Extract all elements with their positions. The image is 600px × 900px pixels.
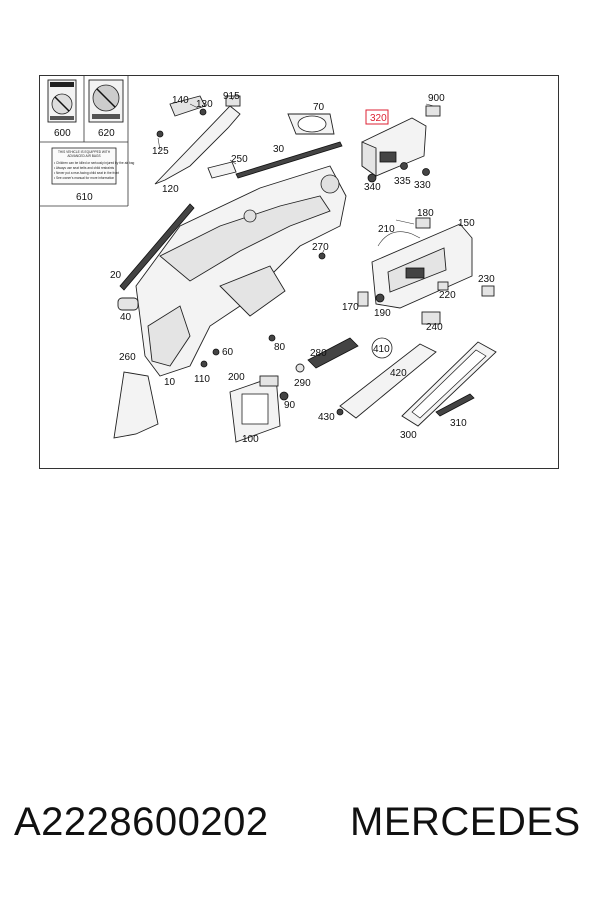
glovebox-150 — [371, 223, 473, 309]
parts-diagram: THIS VEHICLE IS EQUIPPED WITH ADVANCED A… — [40, 76, 497, 445]
label-220: 220 — [439, 290, 456, 301]
label-120: 120 — [162, 184, 179, 195]
screw-125 — [156, 130, 164, 138]
label-335: 335 — [394, 176, 411, 187]
label-100: 100 — [242, 434, 259, 445]
defroster-vent-250 — [207, 161, 237, 179]
side-trim-panel-260 — [113, 371, 159, 439]
side-vent-40 — [117, 297, 139, 311]
callout-410: 410 — [371, 337, 393, 359]
label-60: 60 — [222, 347, 234, 358]
connector-900 — [425, 105, 441, 117]
card-line-1: THIS VEHICLE IS EQUIPPED WITH — [58, 150, 111, 154]
warning-label-panel: THIS VEHICLE IS EQUIPPED WITH ADVANCED A… — [40, 76, 135, 207]
label-90: 90 — [284, 400, 296, 411]
hinge-240 — [421, 311, 441, 325]
label-30: 30 — [273, 144, 285, 155]
highlight-box-320 — [365, 109, 389, 125]
harness-210 — [377, 231, 421, 247]
nut-335 — [400, 162, 408, 170]
strip-310 — [435, 393, 475, 417]
label-110: 110 — [194, 374, 210, 385]
label-140: 140 — [172, 95, 189, 106]
dash-end-trim-120 — [154, 95, 241, 185]
label-10: 10 — [164, 377, 176, 388]
label-180: 180 — [417, 208, 434, 219]
part-220 — [437, 281, 449, 291]
trim-part-280 — [307, 337, 359, 369]
speaker-trim-70 — [287, 113, 335, 135]
label-320: 320 — [370, 113, 387, 124]
part-230 — [481, 285, 495, 297]
bolt-330 — [422, 168, 430, 176]
footer: A2228600202 MERCEDES — [0, 800, 600, 860]
cover-420 — [339, 343, 437, 419]
dashboard-carrier-10 — [135, 165, 347, 377]
card-line-4: • Always use seat belts and child restra… — [54, 166, 115, 170]
clip-270 — [318, 252, 326, 260]
label-190: 190 — [374, 308, 391, 319]
label-915: 915 — [223, 91, 240, 102]
windshield-strip-30 — [235, 141, 343, 179]
label-330: 330 — [414, 180, 431, 191]
screw-110 — [200, 360, 208, 368]
label-125: 125 — [152, 146, 169, 157]
label-410: 410 — [373, 344, 390, 355]
card-line-6: • See owner's manual for more informatio… — [54, 176, 114, 180]
clip-290 — [295, 363, 305, 373]
damper-170 — [357, 291, 369, 307]
parts-diagram-frame: THIS VEHICLE IS EQUIPPED WITH ADVANCED A… — [39, 75, 559, 469]
clip-60 — [212, 348, 220, 356]
label-260: 260 — [119, 352, 136, 363]
label-170: 170 — [342, 302, 359, 313]
trim-strip-20 — [119, 203, 195, 291]
label-200: 200 — [228, 372, 245, 383]
lock-190 — [375, 293, 385, 303]
switch-180 — [415, 217, 431, 229]
label-70: 70 — [313, 102, 325, 113]
label-420: 420 — [390, 368, 407, 379]
airbag-warning-label-600 — [47, 79, 77, 123]
label-20: 20 — [110, 270, 122, 281]
label-430: 430 — [318, 412, 335, 423]
label-340: 340 — [364, 182, 381, 193]
label-80: 80 — [274, 342, 286, 353]
nut-340 — [367, 173, 377, 183]
part-number: A2228600202 — [14, 800, 269, 844]
passenger-airbag-320 — [361, 117, 427, 177]
label-610: 610 — [76, 192, 93, 203]
label-620: 620 — [98, 128, 115, 139]
label-600: 600 — [54, 128, 71, 139]
label-150: 150 — [458, 218, 475, 229]
airbag-warning-label-620 — [88, 79, 124, 123]
label-210: 210 — [378, 224, 395, 235]
label-240: 240 — [426, 322, 443, 333]
label-250: 250 — [231, 154, 248, 165]
card-line-3: • Children can be killed or seriously in… — [54, 161, 135, 165]
card-line-5: • Never put a rear-facing child seat in … — [54, 171, 119, 175]
airbag-info-card-610: THIS VEHICLE IS EQUIPPED WITH ADVANCED A… — [51, 147, 135, 185]
center-console-frame-100 — [229, 375, 281, 443]
label-310: 310 — [450, 418, 467, 429]
label-280: 280 — [310, 348, 327, 359]
label-40: 40 — [120, 312, 132, 323]
bracket-90 — [279, 391, 289, 401]
label-300: 300 — [400, 430, 417, 441]
label-130: 130 — [196, 99, 213, 110]
label-900: 900 — [428, 93, 445, 104]
brand-name: MERCEDES — [350, 800, 581, 844]
card-line-2: ADVANCED AIR BAGS — [67, 154, 100, 158]
label-270: 270 — [312, 242, 329, 253]
clip-80 — [268, 334, 276, 342]
label-230: 230 — [478, 274, 495, 285]
label-290: 290 — [294, 378, 311, 389]
screw-430 — [336, 408, 344, 416]
